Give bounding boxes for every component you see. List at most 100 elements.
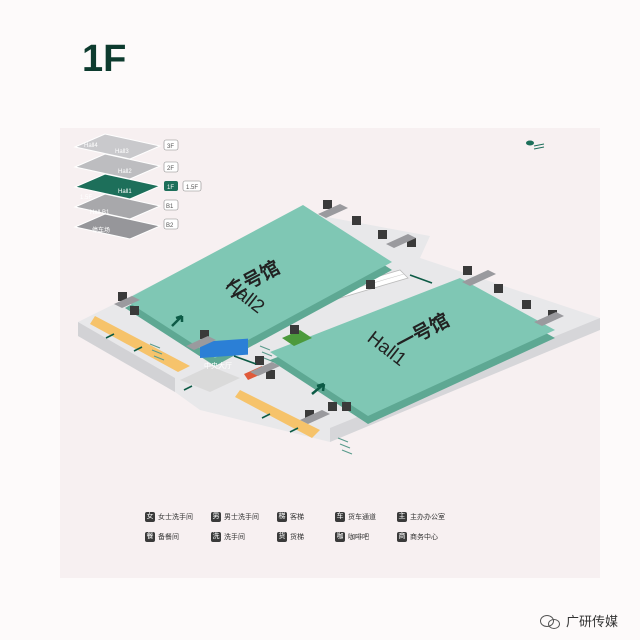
- small-arrow-icon: [289, 427, 299, 433]
- flow-arrows: [105, 274, 433, 433]
- floor-button-b1[interactable]: [163, 199, 179, 211]
- cafe-icon: [290, 325, 299, 334]
- legend-icon: 咖: [335, 532, 345, 542]
- facility-icons: [114, 200, 564, 424]
- small-arrow-icon: [183, 385, 193, 391]
- legend-label: 主办办公室: [410, 514, 445, 521]
- legend-item: 洗洗手间: [211, 532, 245, 542]
- floor-button-2f-label: 2F: [167, 166, 174, 172]
- two-way-arrow-icon: [409, 274, 433, 284]
- legend-item: 咖咖啡吧: [335, 532, 369, 542]
- legend-item: 货货梯: [277, 532, 304, 542]
- cargo-lift-icon: [323, 200, 332, 209]
- entry-arrow-icon: [311, 382, 326, 395]
- restroom-male-icon: [522, 300, 531, 309]
- ramp-south: [337, 437, 353, 455]
- restroom-male-icon: [378, 230, 387, 239]
- floor-button-b2[interactable]: [163, 218, 179, 230]
- stack-label-b2: 停车场: [92, 226, 110, 234]
- floor-buttons[interactable]: 3F 2F 1F 1.5F B1 B2: [163, 139, 202, 230]
- hall1[interactable]: 一号馆 Hall1: [270, 278, 555, 424]
- watermark: 广研传媒: [539, 611, 618, 630]
- legend-label: 客梯: [290, 514, 304, 521]
- legend-icon: 货: [277, 532, 287, 542]
- legend-label: 商务中心: [410, 534, 438, 541]
- corridor-west: [90, 316, 190, 372]
- floor-button-1-5f[interactable]: [182, 180, 202, 192]
- floor-stack[interactable]: Hall4 Hall3 Hall2 Hall1 1.5F Hall B1 停车场: [73, 133, 162, 240]
- cafe-booth: [282, 330, 312, 346]
- entry-arrow-icon: [171, 314, 184, 327]
- legend-label: 咖啡吧: [348, 534, 369, 541]
- small-arrow-icon: [133, 346, 143, 352]
- legend-icon: 主: [397, 512, 407, 522]
- hall2[interactable]: 二号馆 Hall2: [125, 205, 392, 366]
- restroom-icon: [328, 402, 337, 411]
- map-legend: 女女士洗手间 男男士洗手间 梯客梯 车货车通道 主主办办公室 餐备餐间 洗洗手间…: [145, 510, 475, 550]
- floor-button-b1-label: B1: [166, 204, 174, 210]
- legend-icon: 商: [397, 532, 407, 542]
- floor-button-3f[interactable]: [163, 139, 179, 151]
- hall2-floor[interactable]: [125, 205, 392, 358]
- legend-item: 商商务中心: [397, 532, 438, 542]
- floor-stack-layer-2f[interactable]: [73, 153, 162, 180]
- central-hall-box[interactable]: [200, 338, 248, 359]
- legend-label: 女士洗手间: [158, 514, 193, 521]
- watermark-text: 广研传媒: [565, 614, 618, 629]
- floor-button-2f[interactable]: [163, 161, 179, 173]
- ramp-center: [259, 345, 275, 363]
- legend-icon: 餐: [145, 532, 155, 542]
- legend-label: 备餐间: [158, 534, 179, 541]
- stack-label-hall2: Hall2: [118, 169, 132, 175]
- stack-label-hall3: Hall3: [115, 149, 129, 155]
- ramps: [149, 343, 353, 455]
- wechat-icon: [539, 613, 562, 629]
- floor-title: 1F: [82, 38, 127, 80]
- floor-button-1f-label: 1F: [167, 185, 174, 191]
- passenger-lift-icon: [463, 266, 472, 275]
- service-icon: [255, 356, 264, 365]
- legend-label: 货车通道: [348, 514, 376, 521]
- hall1-floor[interactable]: [270, 278, 555, 416]
- legend-label: 男士洗手间: [224, 514, 259, 521]
- passenger-lift-icon: [305, 410, 314, 419]
- legend-item: 女女士洗手间: [145, 512, 193, 522]
- stack-label-extra: 1.5F: [80, 195, 92, 201]
- legend-item: 梯客梯: [277, 512, 304, 522]
- legend-icon: 洗: [211, 532, 221, 542]
- passenger-lift-icon: [342, 402, 351, 411]
- central-hall-label: 中央大厅: [204, 361, 232, 370]
- restroom-icon: [130, 306, 139, 315]
- ramp-west: [149, 343, 165, 361]
- two-way-arrow-icon: [233, 355, 257, 365]
- floor-button-b2-label: B2: [166, 223, 174, 229]
- small-arrow-icon: [105, 333, 115, 339]
- stack-label-hall4: Hall4: [84, 143, 98, 149]
- legend-icon: 男: [211, 512, 221, 522]
- legend-icon: 车: [335, 512, 345, 522]
- floor-button-1f[interactable]: [164, 181, 178, 191]
- legend-item: 男男士洗手间: [211, 512, 259, 522]
- truck-passage-icon: [366, 280, 375, 289]
- corridor-south: [235, 390, 320, 438]
- legend-item: 主主办办公室: [397, 512, 445, 522]
- cargo-lift-icon: [407, 238, 416, 247]
- passenger-lift-icon: [200, 330, 209, 339]
- floor-button-1-5f-label: 1.5F: [186, 185, 198, 191]
- floor-button-3f-label: 3F: [167, 144, 174, 150]
- restroom-female-icon: [352, 216, 361, 225]
- legend-label: 洗手间: [224, 534, 245, 541]
- stack-label-hall1: Hall1: [118, 189, 132, 195]
- passenger-lift-icon: [118, 292, 127, 301]
- small-arrow-icon: [261, 413, 271, 419]
- legend-icon: 梯: [277, 512, 287, 522]
- floor-stack-layer-b2[interactable]: [73, 213, 162, 240]
- legend-label: 货梯: [290, 534, 304, 541]
- restroom-female-icon: [494, 284, 503, 293]
- legend-icon: 女: [145, 512, 155, 522]
- stack-label-b1: Hall B1: [90, 210, 110, 216]
- legend-item: 车货车通道: [335, 512, 376, 522]
- service-icon: [266, 370, 275, 379]
